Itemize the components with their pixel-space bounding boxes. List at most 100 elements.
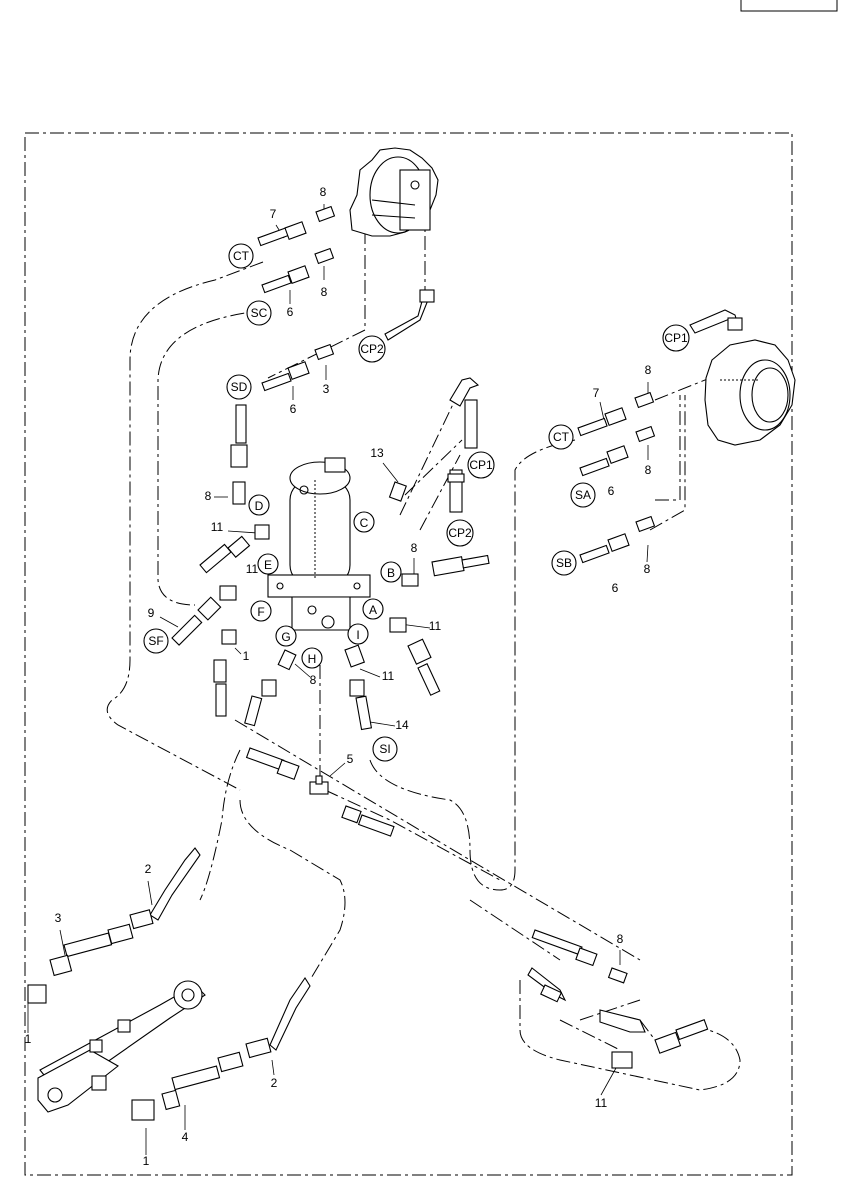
- hoses-fittings: [27, 205, 743, 1121]
- item-number-label: 14: [395, 718, 409, 732]
- hose-callout: CP2: [358, 335, 386, 363]
- item-number-label: 8: [310, 673, 317, 687]
- port-label: I: [347, 623, 369, 645]
- item-number-label: 11: [595, 1096, 608, 1110]
- callout-text: CT: [553, 430, 570, 444]
- callout-text: CP1: [469, 458, 493, 472]
- callout-circle: [662, 324, 690, 352]
- item-number-label: 6: [612, 581, 619, 595]
- item-number-label: 2: [145, 862, 152, 876]
- item-number-label: 1: [25, 1032, 32, 1046]
- item-number-label: 9: [148, 606, 155, 620]
- hose-callout: SA: [570, 482, 596, 508]
- hose-callout: SI: [372, 736, 398, 762]
- item-number-label: 7: [593, 386, 600, 400]
- item-number-label: 8: [645, 363, 652, 377]
- item-number-label: 5: [347, 752, 354, 766]
- item-number-label: 8: [411, 541, 418, 555]
- item-number-label: 6: [608, 484, 615, 498]
- item-number-label: 8: [645, 463, 652, 477]
- callout-circle: [246, 300, 272, 326]
- item-number-label: 8: [321, 285, 328, 299]
- port-circle: [353, 511, 375, 533]
- port-circle: [250, 600, 272, 622]
- item-number-label: 13: [370, 446, 384, 460]
- item-number-label: 11: [382, 669, 395, 683]
- item-number-label: 2: [271, 1076, 278, 1090]
- item-number-label: 11: [429, 619, 442, 633]
- item-number-label: 8: [205, 489, 212, 503]
- leader-lines: [27, 204, 649, 1155]
- port-circle: [301, 647, 323, 669]
- callout-text: CP2: [360, 342, 384, 356]
- port-circle: [248, 494, 270, 516]
- port-letter: B: [387, 566, 395, 580]
- hose-callout: CP1: [467, 451, 495, 479]
- port-label: G: [275, 625, 297, 647]
- callout-text: SF: [148, 634, 163, 648]
- hose-routes: [106, 190, 741, 1091]
- callout-circle: [226, 374, 252, 400]
- port-labels: D C E B F A G I H: [248, 494, 402, 669]
- item-number-label: 11: [246, 562, 259, 576]
- hose-callout: SC: [246, 300, 272, 326]
- port-label: C: [353, 511, 375, 533]
- callout-text: CP1: [664, 331, 688, 345]
- right-drive-motor: [704, 339, 796, 446]
- callout-text: CT: [233, 249, 250, 263]
- item-number-label: 1: [143, 1154, 150, 1168]
- callout-circle: [143, 628, 169, 654]
- page-number-box: [740, 0, 838, 12]
- port-label: D: [248, 494, 270, 516]
- item-number-label: 3: [55, 911, 62, 925]
- item-number-label: 8: [644, 562, 651, 576]
- hose-callout: CT: [548, 424, 574, 450]
- callout-text: CP2: [448, 526, 472, 540]
- port-label: F: [250, 600, 272, 622]
- port-letter: C: [360, 516, 369, 530]
- port-letter: A: [369, 603, 377, 617]
- port-letter: G: [281, 630, 290, 644]
- hose-callout: CT: [228, 243, 254, 269]
- port-label: B: [380, 561, 402, 583]
- item-number-label: 6: [290, 402, 297, 416]
- port-circle: [275, 625, 297, 647]
- callout-text: SI: [379, 742, 390, 756]
- hose-callout: SB: [551, 550, 577, 576]
- hose-callout: SF: [143, 628, 169, 654]
- port-letter: E: [264, 558, 272, 572]
- port-label: E: [257, 553, 279, 575]
- item-number-label: 3: [323, 382, 330, 396]
- item-number-label: 1: [243, 649, 250, 663]
- callout-circle: [548, 424, 574, 450]
- item-number-label: 11: [211, 520, 224, 534]
- hose-callout: CP1: [662, 324, 690, 352]
- callout-circle: [372, 736, 398, 762]
- callout-text: SC: [251, 306, 268, 320]
- port-letter: H: [308, 652, 317, 666]
- callout-circle: [570, 482, 596, 508]
- port-label: A: [362, 598, 384, 620]
- diagram-frame: [24, 132, 793, 1176]
- item-number-label: 4: [182, 1130, 189, 1144]
- callout-circle: [358, 335, 386, 363]
- port-circle: [257, 553, 279, 575]
- hose-callout: SD: [226, 374, 252, 400]
- item-number-label: 6: [287, 305, 294, 319]
- port-label: H: [301, 647, 323, 669]
- port-circle: [380, 561, 402, 583]
- hose-callout: CP2: [446, 519, 474, 547]
- callout-circle: [228, 243, 254, 269]
- port-circle: [362, 598, 384, 620]
- top-drive-motor: [349, 147, 439, 237]
- item-number-label: 8: [617, 932, 624, 946]
- callout-text: SD: [231, 380, 248, 394]
- port-letter: D: [255, 499, 264, 513]
- item-number-label: 7: [270, 207, 277, 221]
- callout-text: SB: [556, 556, 572, 570]
- callout-circle: [551, 550, 577, 576]
- callout-circle: [446, 519, 474, 547]
